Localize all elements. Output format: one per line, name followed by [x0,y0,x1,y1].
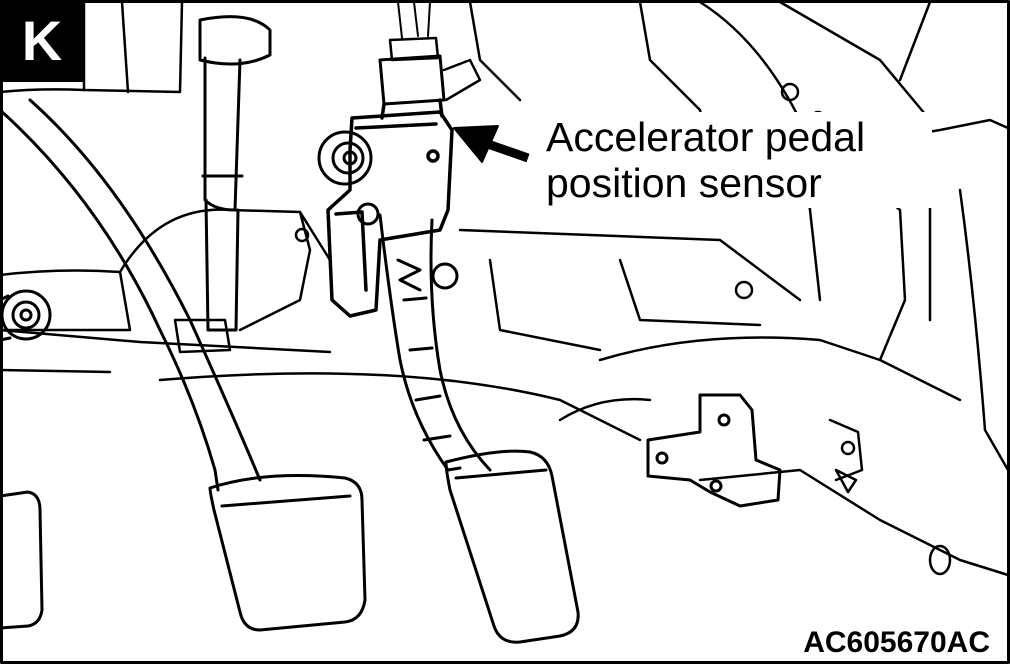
left-mount-boss [0,289,52,342]
sensor-callout-label: Accelerator pedal position sensor [540,112,932,208]
view-badge: K [0,0,84,82]
sensor-housing [326,1,482,318]
clutch-pedal-pad [0,490,44,630]
callout-arrow [453,125,530,163]
callout-line-1: Accelerator pedal [546,114,866,160]
callout-line-2: position sensor [546,160,822,206]
dashboard-structure [0,0,1010,577]
accelerator-pedal [378,213,580,644]
brake-pedal [0,98,367,632]
booster-rod [198,15,272,332]
mounting-bracket [646,393,782,508]
figure-id: AC605670AC [799,626,994,660]
sensor-bolt [317,130,459,290]
